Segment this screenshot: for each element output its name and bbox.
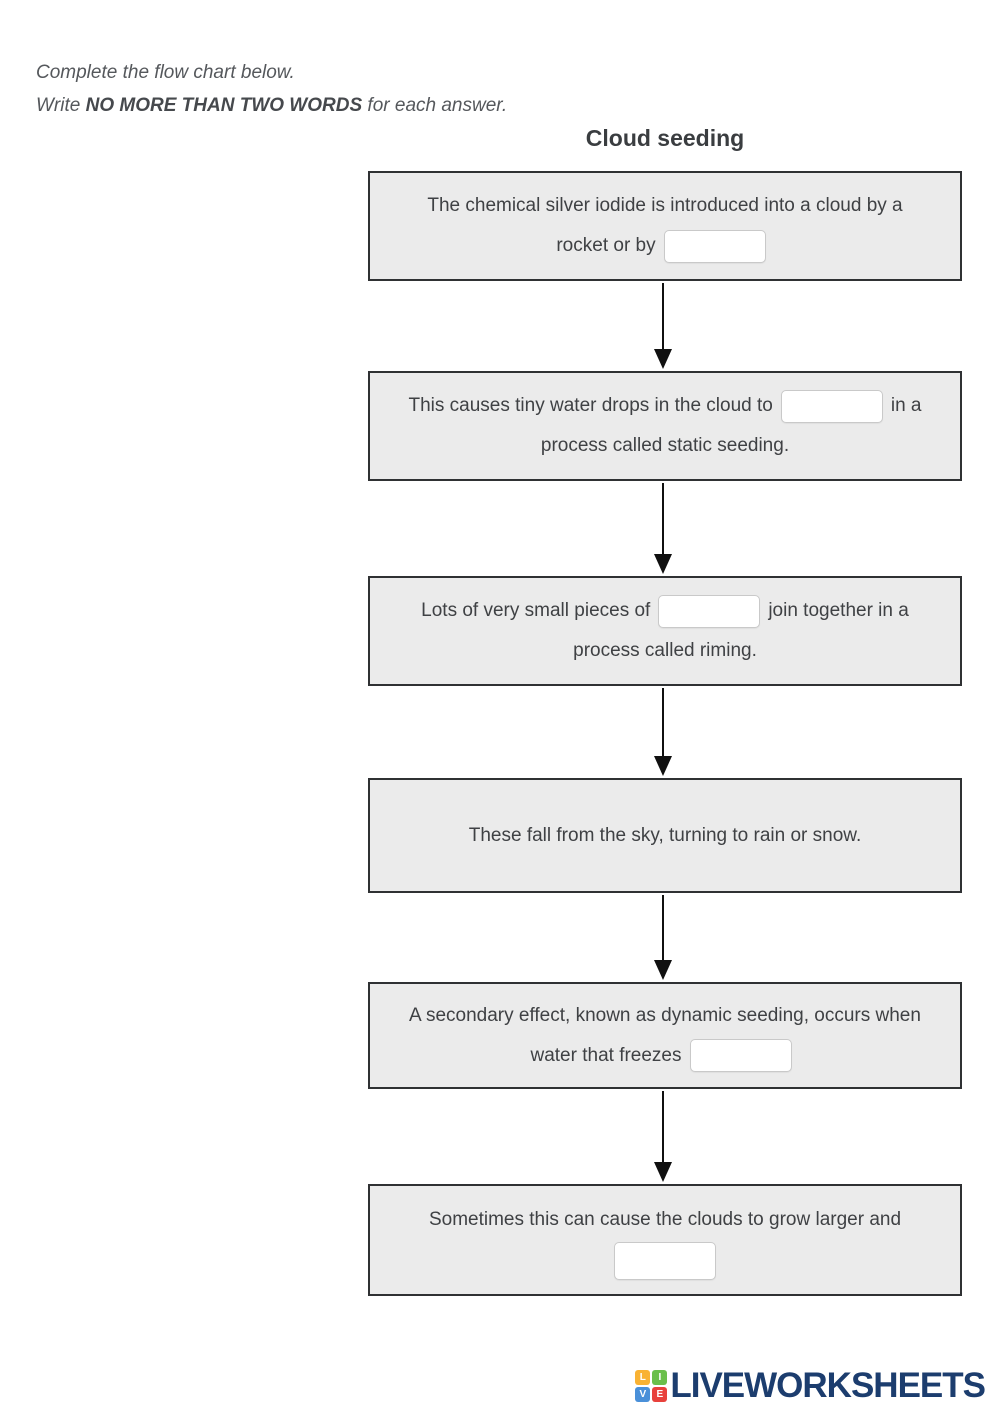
logo-square-v: V <box>635 1387 651 1402</box>
flow-box-1: The chemical silver iodide is introduced… <box>368 171 962 281</box>
flow-box-text: join together in a <box>768 600 909 621</box>
arrow-shaft <box>662 483 664 560</box>
arrow-head <box>654 554 672 574</box>
flow-box-1-line-1: The chemical silver iodide is introduced… <box>427 186 902 226</box>
flow-box-text: process called riming. <box>573 640 757 661</box>
answer-input-5[interactable] <box>614 1242 716 1280</box>
logo-square-i: I <box>652 1370 668 1385</box>
answer-input-1[interactable] <box>663 229 766 263</box>
flow-box-2: This causes tiny water drops in the clou… <box>368 371 962 481</box>
arrow-head <box>654 756 672 776</box>
flow-box-text: rocket or by <box>556 235 656 256</box>
flow-box-3-line-1: Lots of very small pieces of join togeth… <box>421 591 909 631</box>
liveworksheets-logo: L I V E LIVEWORKSHEETS <box>635 1366 986 1406</box>
flow-box-1-line-2: rocket or by <box>556 226 773 266</box>
flow-box-6: Sometimes this can cause the clouds to g… <box>368 1184 962 1296</box>
answer-input-4[interactable] <box>689 1039 792 1072</box>
flow-box-text: water that freezes <box>530 1044 682 1066</box>
liveworksheets-logo-icon: L I V E <box>635 1370 668 1402</box>
flow-box-text: Sometimes this can cause the clouds to g… <box>428 1209 902 1230</box>
flow-box-text: These fall from the sky, turning to rain… <box>468 824 862 846</box>
down-arrow-5 <box>653 1091 673 1182</box>
instruction-line-1: Complete the flow chart below. <box>36 56 507 89</box>
down-arrow-2 <box>653 483 673 574</box>
flow-box-2-line-2: process called static seeding. <box>541 426 789 466</box>
logo-wordmark: LIVEWORKSHEETS <box>670 1366 986 1405</box>
down-arrow-1 <box>653 283 673 369</box>
instruction-line-2: Write NO MORE THAN TWO WORDS for each an… <box>36 89 507 122</box>
flow-box-2-line-1: This causes tiny water drops in the clou… <box>409 386 922 426</box>
flow-box-text: The chemical silver iodide is introduced… <box>427 195 903 216</box>
arrow-head <box>654 349 672 369</box>
instruction-text-bold: NO MORE THAN TWO WORDS <box>85 95 363 116</box>
flow-box-text: in a <box>890 395 922 416</box>
arrow-shaft <box>662 1091 664 1168</box>
flow-box-3: Lots of very small pieces of join togeth… <box>368 576 962 686</box>
answer-input-2[interactable] <box>780 389 883 423</box>
flow-box-text: process called static seeding. <box>540 435 790 456</box>
logo-square-e: E <box>652 1387 668 1402</box>
arrow-shaft <box>662 895 664 966</box>
answer-input-3[interactable] <box>658 594 761 628</box>
flow-box-3-line-2: process called riming. <box>573 631 757 671</box>
flow-box-6-line-1: Sometimes this can cause the clouds to g… <box>429 1200 901 1240</box>
instruction-text: Write <box>36 95 81 116</box>
arrow-head <box>654 1162 672 1182</box>
flow-box-5-line-1: A secondary effect, known as dynamic see… <box>409 996 921 1036</box>
flow-box-4-line-1: These fall from the sky, turning to rain… <box>469 816 862 856</box>
arrow-shaft <box>662 283 664 355</box>
logo-square-l: L <box>635 1370 651 1385</box>
flow-box-text: A secondary effect, known as dynamic see… <box>409 1004 921 1026</box>
instruction-text: Complete the flow chart below. <box>36 62 295 83</box>
arrow-shaft <box>662 688 664 762</box>
flow-box-text: This causes tiny water drops in the clou… <box>408 395 773 416</box>
flow-box-5-line-2: water that freezes <box>530 1036 799 1076</box>
flow-box-6-line-2 <box>614 1240 716 1280</box>
flow-box-text: Lots of very small pieces of <box>421 600 651 621</box>
down-arrow-3 <box>653 688 673 776</box>
instruction-text: for each answer. <box>367 95 508 116</box>
instructions: Complete the flow chart below. Write NO … <box>36 56 507 122</box>
flow-box-4: These fall from the sky, turning to rain… <box>368 778 962 893</box>
arrow-head <box>654 960 672 980</box>
down-arrow-4 <box>653 895 673 980</box>
flowchart-title: Cloud seeding <box>585 125 745 151</box>
flow-box-5: A secondary effect, known as dynamic see… <box>368 982 962 1089</box>
